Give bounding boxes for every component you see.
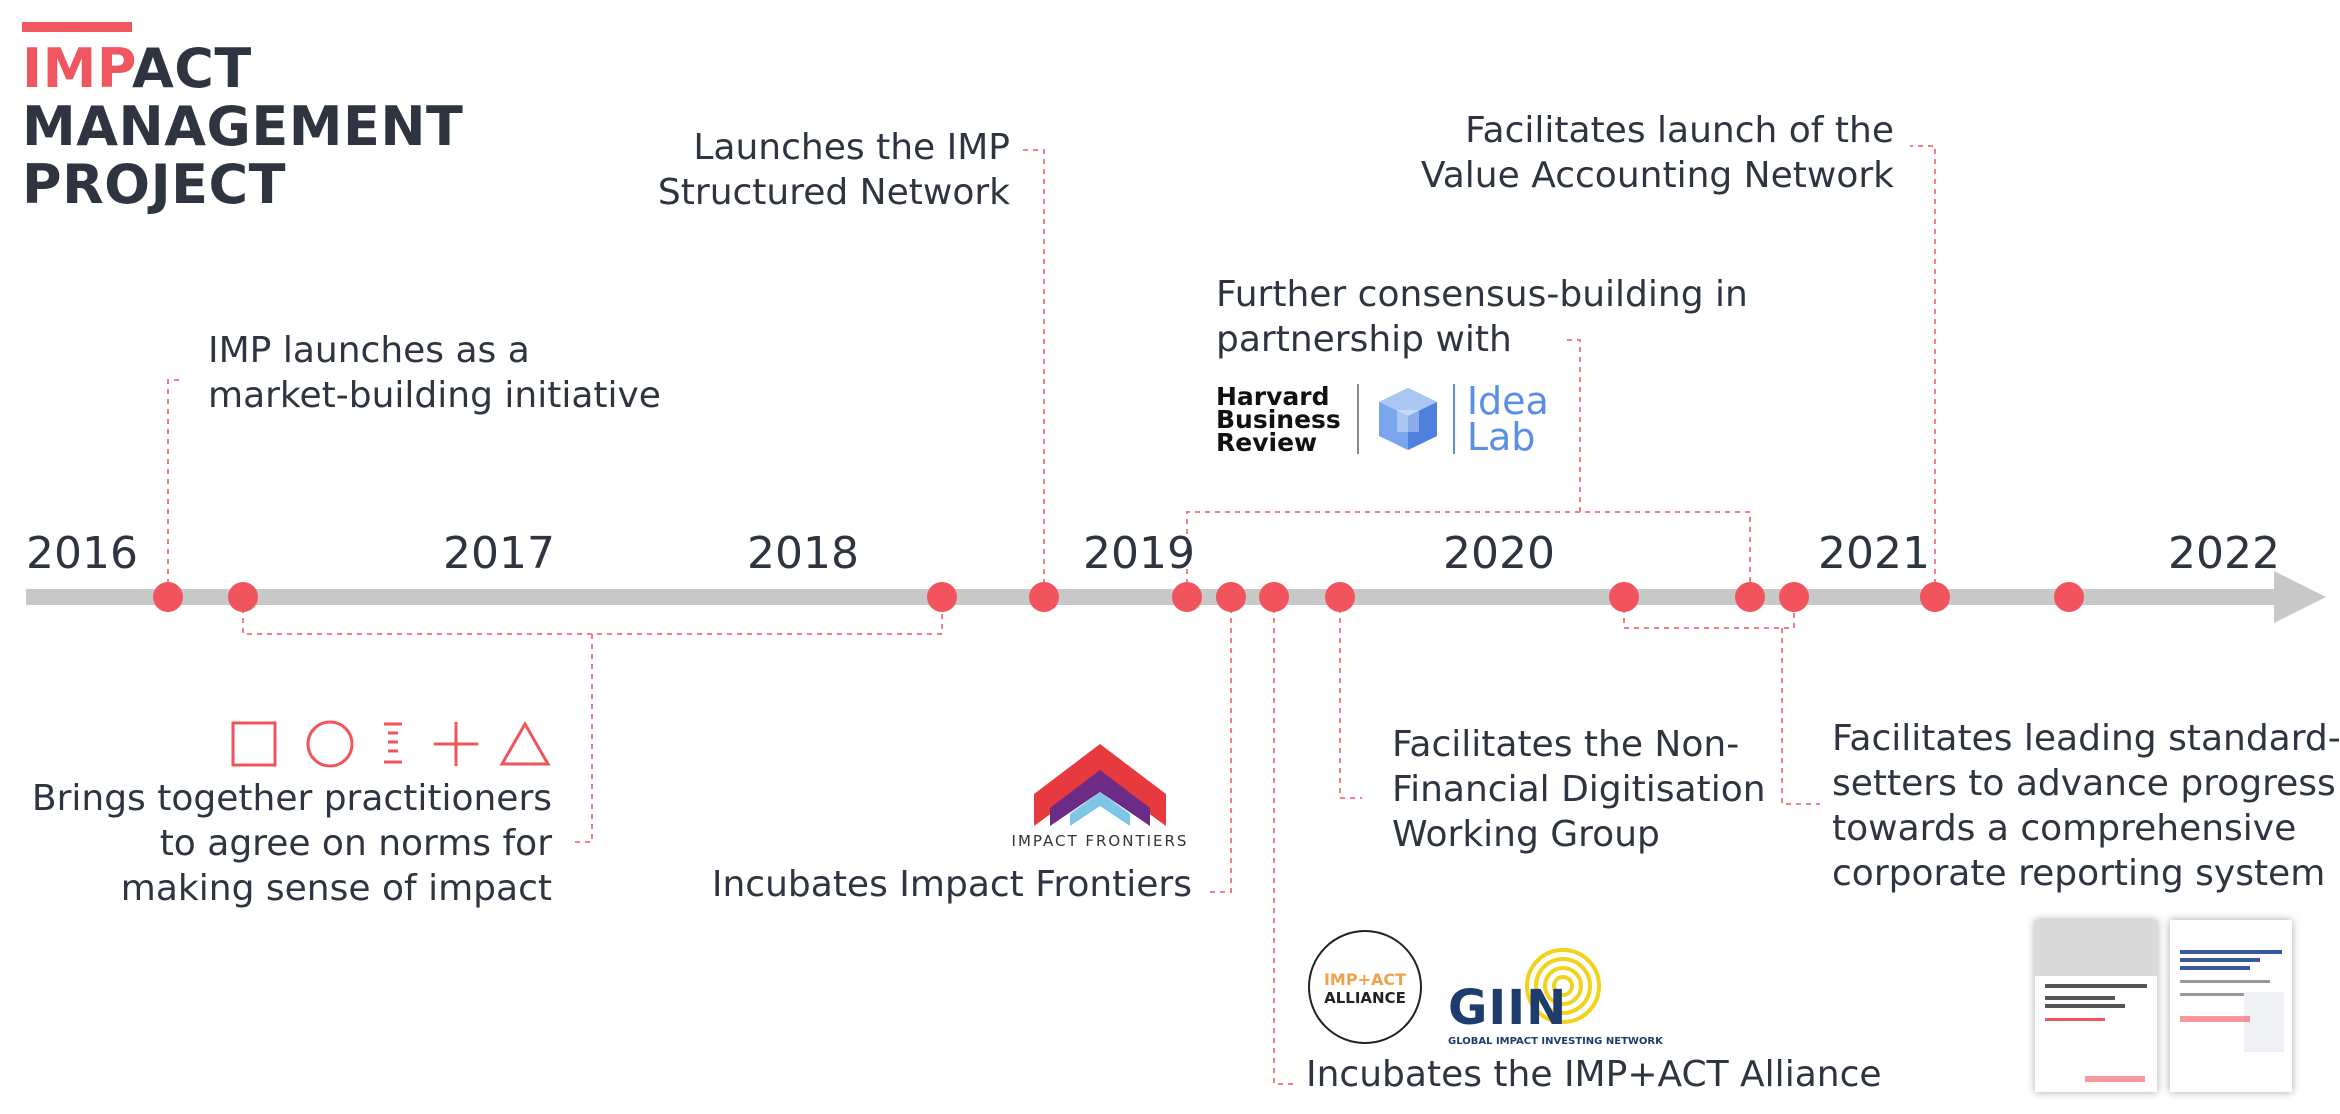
idea-lab-divider <box>1452 384 1455 454</box>
norms-icons <box>231 720 551 768</box>
logo-imp: IMP <box>22 37 132 100</box>
hbr-idea-lab-logo: Harvard Business Review Idea Lab <box>1216 379 1549 459</box>
timeline-dot <box>1779 582 1809 612</box>
logo-divider <box>1356 384 1359 454</box>
imp-act-alliance-logo: IMP+ACT ALLIANCE <box>1308 930 1422 1044</box>
logo-management: MANAGEMENT <box>22 95 464 158</box>
year-2019: 2019 <box>1083 528 1195 579</box>
event-value-accounting: Facilitates launch of the Value Accounti… <box>1420 110 1894 196</box>
report-thumbnail-statement <box>2035 920 2157 1092</box>
year-2020: 2020 <box>1443 528 1555 579</box>
idea-lab-wordmark: Idea Lab <box>1466 379 1549 459</box>
event-digitisation: Facilitates the Non- Financial Digitisat… <box>1392 724 1766 855</box>
year-2022: 2022 <box>2168 528 2280 579</box>
list-icon <box>384 722 402 764</box>
timeline-dot <box>2054 582 2084 612</box>
timeline-arrowhead <box>2274 571 2326 623</box>
impact-management-project-logo: IMPACT MANAGEMENT PROJECT <box>22 22 463 214</box>
triangle-icon <box>499 720 551 766</box>
logo-act: ACT <box>131 37 252 100</box>
timeline-dot <box>1029 582 1059 612</box>
timeline-dot <box>1325 582 1355 612</box>
event-structured-network: Launches the IMP Structured Network <box>657 127 1010 213</box>
timeline-dot <box>153 582 183 612</box>
idea-lab-cube-icon <box>1378 388 1437 450</box>
timeline-axis <box>26 589 2286 605</box>
giin-rings-icon <box>1525 948 1601 1024</box>
timeline-dot <box>1172 582 1202 612</box>
timeline-dot <box>927 582 957 612</box>
circle-icon <box>306 720 354 768</box>
giin-logo: GIIN GLOBAL IMPACT INVESTING NETWORK <box>1448 948 1663 1047</box>
event-practitioners: Brings together practitioners to agree o… <box>31 778 552 909</box>
year-2016: 2016 <box>26 528 138 579</box>
timeline-dot <box>1216 582 1246 612</box>
report-thumbnail-prototype <box>2170 920 2292 1092</box>
event-alliance: Incubates the IMP+ACT Alliance <box>1306 1054 1882 1095</box>
event-impact-frontiers: Incubates Impact Frontiers <box>711 864 1192 905</box>
plus-icon <box>434 722 478 766</box>
impact-frontiers-logo: IMPACT FRONTIERS <box>1010 740 1190 850</box>
year-2018: 2018 <box>747 528 859 579</box>
year-2017: 2017 <box>443 528 555 579</box>
year-2021: 2021 <box>1818 528 1930 579</box>
hbr-wordmark: Harvard Business Review <box>1216 381 1341 457</box>
event-imp-launch: IMP launches as a market-building initia… <box>208 330 661 416</box>
timeline-dot <box>228 582 258 612</box>
event-consensus-building: Further consensus-building in partnershi… <box>1216 274 1748 360</box>
timeline-dot <box>1259 582 1289 612</box>
impact-frontiers-mark-icon <box>1034 744 1166 826</box>
logo-accent-bar <box>22 22 132 32</box>
square-icon <box>231 721 277 767</box>
timeline-dot <box>1735 582 1765 612</box>
logo-project: PROJECT <box>22 153 287 216</box>
timeline-dot <box>1920 582 1950 612</box>
event-standard-setters: Facilitates leading standard- setters to… <box>1832 718 2340 894</box>
timeline-dot <box>1609 582 1639 612</box>
